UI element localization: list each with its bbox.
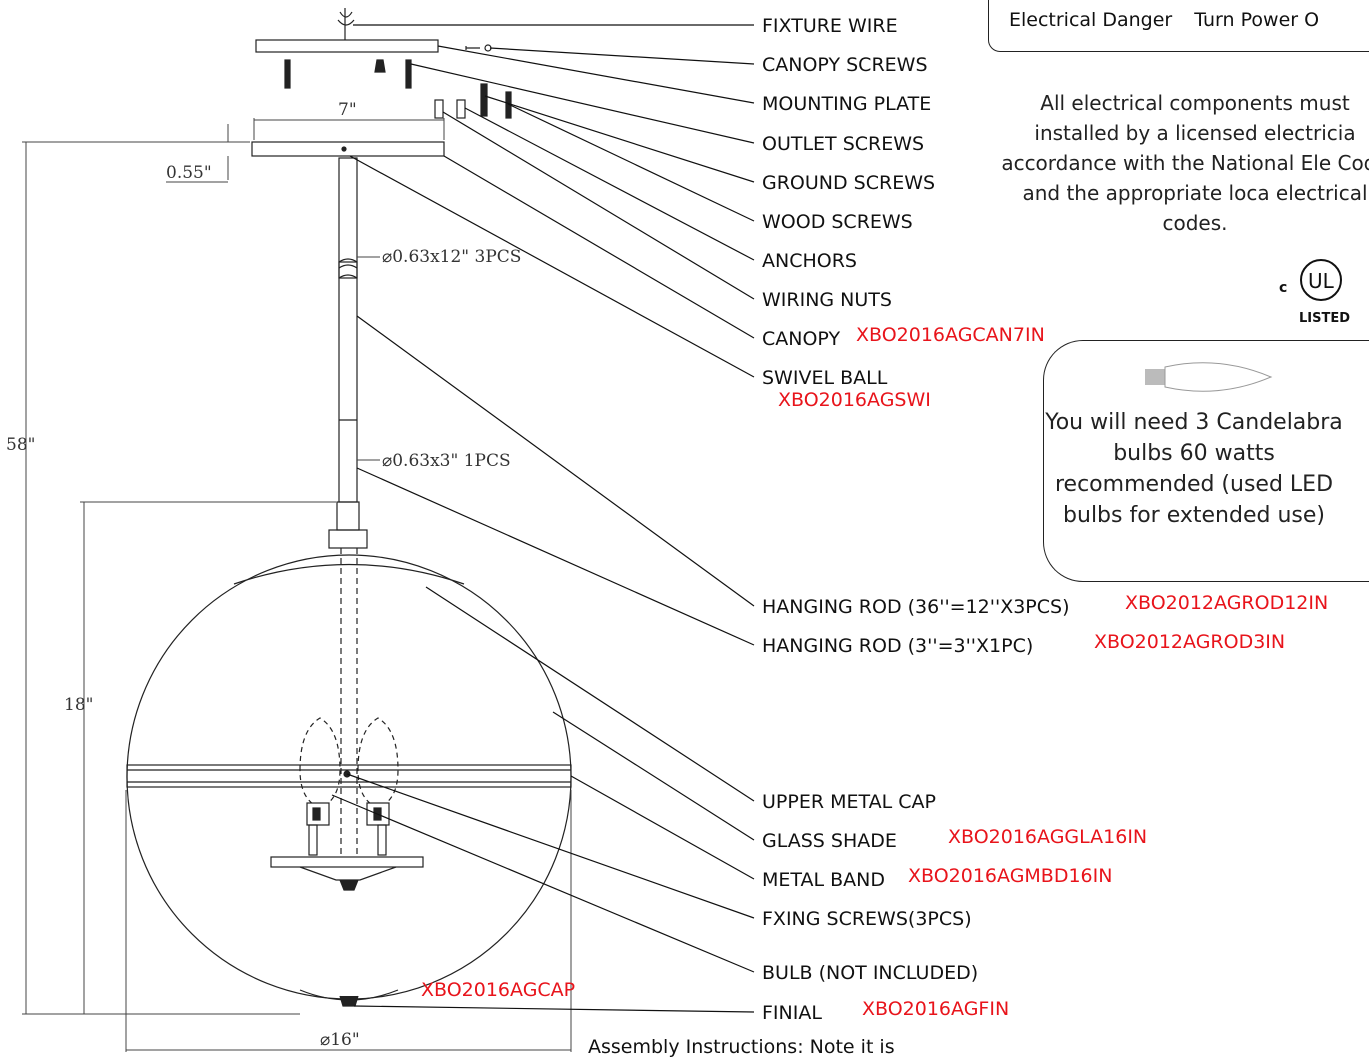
assembly-instructions: Assembly Instructions: Note it is — [588, 1036, 895, 1058]
dim-canopy-width: 7" — [338, 100, 357, 120]
label-wiring-nuts: WIRING NUTS — [762, 289, 892, 311]
canopy-screws-drawing — [465, 44, 492, 52]
label-glass-shade: GLASS SHADE — [762, 830, 897, 852]
label-fixture-wire: FIXTURE WIRE — [762, 15, 898, 37]
label-canopy: CANOPY — [762, 328, 840, 350]
dim-canopy-height: 0.55" — [166, 163, 212, 183]
bulb-requirement-box: You will need 3 Candelabra bulbs 60 watt… — [1043, 340, 1369, 582]
label-metal-band: METAL BAND — [762, 869, 885, 891]
label-anchors: ANCHORS — [762, 250, 857, 272]
label-finial: FINIAL — [762, 1002, 822, 1024]
label-bulb: BULB (NOT INCLUDED) — [762, 962, 978, 984]
fixture-wire-drawing — [337, 8, 355, 40]
dim-globe-diameter: ⌀16" — [320, 1030, 360, 1050]
candelabra-bulb-icon — [1145, 362, 1273, 392]
sign-electrical-danger: Electrical Danger — [1009, 9, 1173, 31]
upper-metal-cap-drawing — [233, 563, 465, 585]
label-ground-screws: GROUND SCREWS — [762, 172, 935, 194]
label-canopy-screws: CANOPY SCREWS — [762, 54, 928, 76]
dim-overall-height: 58" — [6, 435, 35, 455]
dim-rod-12: ⌀0.63x12" 3PCS — [382, 247, 521, 267]
label-wood-screws: WOOD SCREWS — [762, 211, 913, 233]
code-hanging-rod-3: XBO2012AGROD3IN — [1094, 631, 1285, 653]
dim-rod-3: ⌀0.63x3" 1PCS — [382, 451, 511, 471]
canopy-drawing — [251, 141, 445, 157]
label-hanging-rod-3: HANGING ROD (3''=3''X1PC) — [762, 635, 1033, 657]
code-canopy: XBO2016AGCAN7IN — [856, 324, 1045, 346]
label-fixing-screws: FXING SCREWS(3PCS) — [762, 908, 972, 930]
label-hanging-rod-36: HANGING ROD (36''=12''X3PCS) — [762, 596, 1070, 618]
upper-rod-drawing — [338, 157, 358, 279]
warning-signs-panel: Electrical Danger Turn Power O — [988, 0, 1369, 52]
label-swivel-ball: SWIVEL BALL — [762, 367, 888, 389]
label-outlet-screws: OUTLET SCREWS — [762, 133, 924, 155]
dim-globe-height: 18" — [64, 695, 93, 715]
code-cap: XBO2016AGCAP — [421, 979, 575, 1001]
label-mounting-plate: MOUNTING PLATE — [762, 93, 931, 115]
code-swivel-ball: XBO2016AGSWI — [778, 389, 931, 411]
mounting-plate-drawing — [255, 39, 439, 53]
code-metal-band: XBO2016AGMBD16IN — [908, 865, 1112, 887]
ul-listed-logo: c UL LISTED — [1275, 250, 1365, 334]
lower-rod-drawing — [338, 261, 358, 503]
ul-listed: LISTED — [1299, 311, 1350, 326]
sign-turn-power: Turn Power O — [1194, 9, 1320, 31]
code-finial: XBO2016AGFIN — [862, 998, 1009, 1020]
electrician-warning: All electrical components must installed… — [1001, 91, 1369, 235]
code-glass-shade: XBO2016AGGLA16IN — [948, 826, 1147, 848]
bulb-note: You will need 3 Candelabra bulbs 60 watt… — [1045, 410, 1343, 528]
glass-shade-drawing — [126, 554, 572, 1000]
code-hanging-rod-36: XBO2012AGROD12IN — [1125, 592, 1328, 614]
ul-c: c — [1279, 280, 1287, 296]
ul-mark-text: UL — [1308, 269, 1335, 293]
label-upper-metal-cap: UPPER METAL CAP — [762, 791, 936, 813]
